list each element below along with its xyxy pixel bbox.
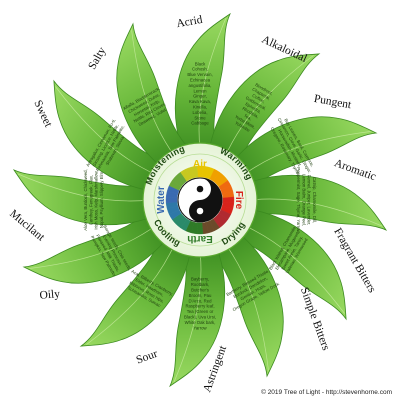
category-label-oily: Oily xyxy=(39,288,61,302)
herb-line: D'Arco, Red xyxy=(188,298,212,303)
herb-line: Kava Kava, xyxy=(189,99,211,104)
leaf-vein xyxy=(224,55,314,157)
herb-line: Butcher's xyxy=(191,288,209,293)
leaf-shape xyxy=(12,169,153,226)
herb-line: Catnip, Chamomile, Dill, xyxy=(312,177,317,223)
herb-line: Cabbage xyxy=(191,121,209,126)
herb-line: Lemon xyxy=(193,88,207,93)
leaf-shape xyxy=(116,22,192,168)
herb-line: Broom, Pau xyxy=(189,293,212,298)
herb-list-alkaloidal: Bloodroot,Chaparral,Coffee,Goldenseal,Ep… xyxy=(234,82,274,133)
leaf-sour xyxy=(79,232,192,347)
leaf-shape xyxy=(22,208,168,284)
leaf-shape xyxy=(232,116,378,192)
leaf-astringent xyxy=(169,247,226,388)
element-label-air: Air xyxy=(193,159,207,170)
leaf-vein xyxy=(243,224,345,314)
leaf-oily xyxy=(22,208,168,284)
element-label-fire: Fire xyxy=(233,191,244,210)
herb-line: Aloe Vera, Burdock, Chickweed, xyxy=(83,169,88,230)
element-label-earth: Earth xyxy=(187,233,213,244)
herb-line: Tea, xyxy=(243,113,253,121)
herb-line: Blue Vervain, xyxy=(187,72,212,77)
leaf-vein xyxy=(249,198,383,227)
herb-line: Black), Uva Ursi, xyxy=(184,315,216,320)
leaf-vein xyxy=(29,224,157,269)
leaf-salty xyxy=(116,22,192,168)
leaf-pungent xyxy=(232,116,378,192)
leaf-shape xyxy=(208,53,321,168)
leaf-shape xyxy=(208,232,284,378)
color-ring-segment xyxy=(190,165,199,179)
herb-line: Bayberry, xyxy=(191,277,209,282)
copyright-notice: © 2019 Tree of Light - http://stevenhorn… xyxy=(261,389,392,396)
herb-line: angustifolia, xyxy=(189,83,212,88)
leaf-shape xyxy=(169,247,226,388)
leaf-shape xyxy=(79,232,192,347)
leaf-acrid xyxy=(174,12,231,153)
herb-line: Rootbark, xyxy=(191,282,210,287)
category-label-sweet: Sweet xyxy=(31,98,54,129)
herb-line: Irish Moss, Kelp, Marshmallow, xyxy=(94,170,99,229)
herb-line: Comfrey, Fenugreek, Flax, xyxy=(88,175,93,226)
herb-line: Black xyxy=(195,61,206,66)
leaf-vein xyxy=(198,17,227,151)
leaf-alkaloidal xyxy=(208,53,321,168)
herb-line: Fennel, Juniper, Lavender, xyxy=(307,175,312,226)
leaf-shape xyxy=(53,79,168,192)
leaf-vein xyxy=(173,249,202,383)
leaf-vein xyxy=(243,131,371,176)
leaf-shape xyxy=(247,174,388,231)
leaf-vein xyxy=(55,86,157,176)
category-label-acrid: Acrid xyxy=(176,14,204,30)
herb-line: White Oak bark, xyxy=(185,320,216,325)
leaf-vein xyxy=(17,173,151,202)
category-label-sour: Sour xyxy=(135,348,160,367)
herb-line: Nopal, Psyllium, Slippery Elm xyxy=(99,172,104,229)
herb-line: Ginger, xyxy=(193,94,207,99)
herb-line: Kinella, xyxy=(193,105,207,110)
element-label-water: Water xyxy=(156,186,167,214)
leaf-vein xyxy=(131,29,176,157)
herb-line: Lemon Balm, Orange Peel, xyxy=(301,174,306,226)
herb-line: Tea (Green or xyxy=(187,309,214,314)
category-label-aromatic: Aromatic xyxy=(333,157,378,183)
yin-yang-icon xyxy=(177,177,223,223)
herb-line: Coffee, xyxy=(251,93,265,104)
leaf-group xyxy=(12,12,388,388)
herb-list-aromatic: Catnip, Chamomile, Dill,Fennel, Juniper,… xyxy=(296,167,317,233)
leaf-shape xyxy=(174,12,231,153)
herb-line: Stone xyxy=(194,115,206,120)
herb-line: Cohosh, xyxy=(192,67,208,72)
leaf-vein xyxy=(86,243,176,345)
leaf-mucilant xyxy=(12,169,153,226)
herb-line: Echinacea xyxy=(190,78,211,83)
leaf-aromatic xyxy=(247,174,388,231)
leaf-fragrant-bitters xyxy=(232,208,347,321)
category-label-pungent: Pungent xyxy=(313,93,353,112)
leaf-vein xyxy=(224,243,269,371)
herb-line: Yarrow xyxy=(193,325,207,330)
herb-line: Peppermint, Sage, Thyme, Yarrow xyxy=(296,167,301,233)
inner-ring-track xyxy=(153,153,247,247)
leaf-shape xyxy=(232,208,347,321)
herb-line: Raspberry leaf, xyxy=(185,304,214,309)
category-label-salty: Salty xyxy=(86,45,108,72)
leaf-sweet xyxy=(53,79,168,192)
herb-line: Lobelia, xyxy=(192,110,207,115)
leaf-simple-bitters xyxy=(208,232,284,378)
element-color-ring xyxy=(165,165,235,235)
herb-list-mucilant: Aloe Vera, Burdock, Chickweed,Comfrey, F… xyxy=(83,169,104,230)
category-label-mucilant: Mucilant xyxy=(7,208,47,244)
